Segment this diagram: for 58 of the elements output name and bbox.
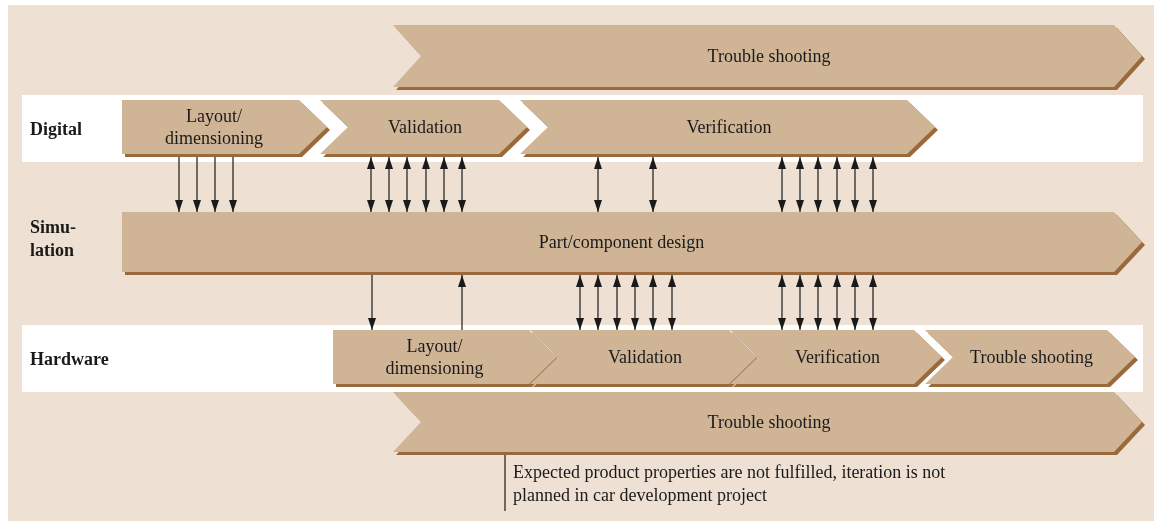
note-text: Expected product properties are not fulfilled, iteration is not planned in car development project <box>505 461 963 507</box>
arrow <box>594 156 602 213</box>
phase-label: Validation <box>388 115 462 138</box>
arrow <box>778 274 786 331</box>
arrow <box>175 156 183 213</box>
arrow <box>833 274 841 331</box>
arrow <box>668 274 676 331</box>
arrow <box>229 156 237 213</box>
arrow <box>193 156 201 213</box>
phase-label: Verification <box>795 345 880 368</box>
arrow <box>631 274 639 331</box>
arrow <box>869 274 877 331</box>
arrow <box>796 274 804 331</box>
phase-step <box>393 392 1145 455</box>
arrow <box>649 156 657 213</box>
arrow <box>385 156 393 213</box>
phase-step <box>925 330 1138 387</box>
leader-line <box>504 454 506 512</box>
phase-label: Trouble shooting <box>707 44 831 67</box>
phase-step <box>530 330 760 387</box>
arrow <box>367 156 375 213</box>
arrow <box>833 156 841 213</box>
phase-step <box>320 100 530 157</box>
arrow <box>403 156 411 213</box>
lane-label: Hardware <box>30 348 109 369</box>
phase-step <box>122 212 1145 275</box>
arrow <box>458 156 466 213</box>
swimlane-band <box>22 325 1143 392</box>
arrow <box>594 274 602 331</box>
phase-label: Trouble shooting <box>707 410 831 433</box>
phase-step <box>393 25 1145 90</box>
lane-label: Digital <box>30 118 82 139</box>
phase-label: Layout/ dimensioning <box>164 104 264 149</box>
phase-label: Layout/ dimensioning <box>384 334 485 379</box>
arrow <box>422 156 430 213</box>
lane-label: Simu- lation <box>30 216 77 262</box>
arrow <box>778 156 786 213</box>
phase-step <box>122 100 330 157</box>
arrow <box>613 274 621 331</box>
arrow <box>649 274 657 331</box>
arrow <box>851 274 859 331</box>
phase-step <box>730 330 945 387</box>
phase-label: Part/component design <box>538 230 705 253</box>
arrow <box>458 274 466 331</box>
phase-label: Trouble shooting <box>970 345 1093 368</box>
arrow <box>851 156 859 213</box>
arrow <box>368 274 376 331</box>
arrow <box>814 274 822 331</box>
arrow <box>211 156 219 213</box>
phase-label: Validation <box>608 345 682 368</box>
phase-label: Verification <box>686 115 772 138</box>
arrow <box>576 274 584 331</box>
arrow <box>440 156 448 213</box>
arrow <box>796 156 804 213</box>
arrow <box>869 156 877 213</box>
swimlane-band <box>22 95 1143 162</box>
phase-step <box>333 330 560 387</box>
arrow <box>814 156 822 213</box>
